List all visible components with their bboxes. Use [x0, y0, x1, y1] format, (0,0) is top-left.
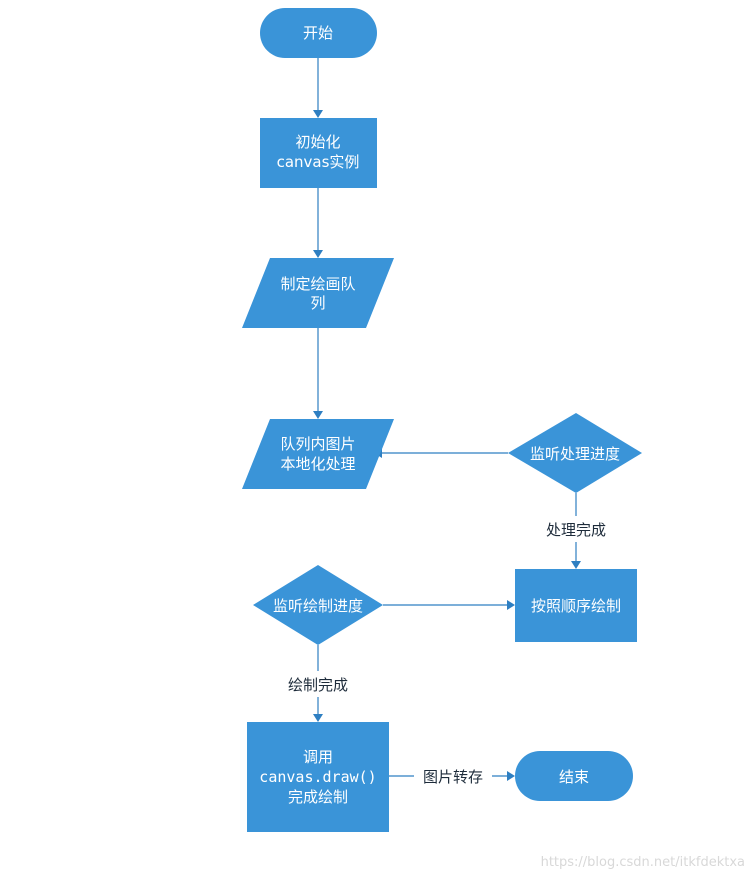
listen-process-label: 监听处理进度 [530, 445, 620, 463]
local-process-label-line2: 本地化处理 [280, 455, 355, 473]
queue-label-line2: 列 [310, 294, 325, 312]
queue-node: 制定绘画队 列 [242, 258, 394, 328]
call-draw-label-line3: 完成绘制 [288, 788, 348, 806]
local-process-node: 队列内图片 本地化处理 [242, 419, 394, 489]
draw-order-node: 按照顺序绘制 [515, 569, 637, 642]
edge-label-image-save: 图片转存 [423, 768, 483, 786]
end-node: 结束 [515, 751, 633, 801]
call-draw-node: 调用 canvas.draw() 完成绘制 [247, 722, 389, 832]
init-node: 初始化 canvas实例 [260, 118, 377, 188]
end-label: 结束 [559, 768, 589, 786]
call-draw-label-line1: 调用 [303, 748, 333, 766]
listen-draw-node: 监听绘制进度 [253, 565, 383, 645]
edge-label-process-done: 处理完成 [546, 521, 606, 539]
queue-label-line1: 制定绘画队 [280, 275, 355, 293]
listen-process-node: 监听处理进度 [508, 413, 642, 493]
edge-labels: 处理完成 绘制完成 图片转存 [279, 516, 616, 789]
start-node: 开始 [260, 8, 377, 58]
watermark-text: https://blog.csdn.net/itkfdektxa [541, 855, 745, 870]
draw-order-label: 按照顺序绘制 [531, 597, 621, 615]
init-label-line2: canvas实例 [277, 153, 360, 171]
edge-label-draw-done: 绘制完成 [288, 676, 348, 694]
start-label: 开始 [303, 24, 333, 42]
call-draw-label-line2: canvas.draw() [259, 768, 376, 786]
listen-draw-label: 监听绘制进度 [273, 597, 363, 615]
init-label-line1: 初始化 [295, 133, 340, 151]
local-process-label-line1: 队列内图片 [280, 435, 355, 453]
